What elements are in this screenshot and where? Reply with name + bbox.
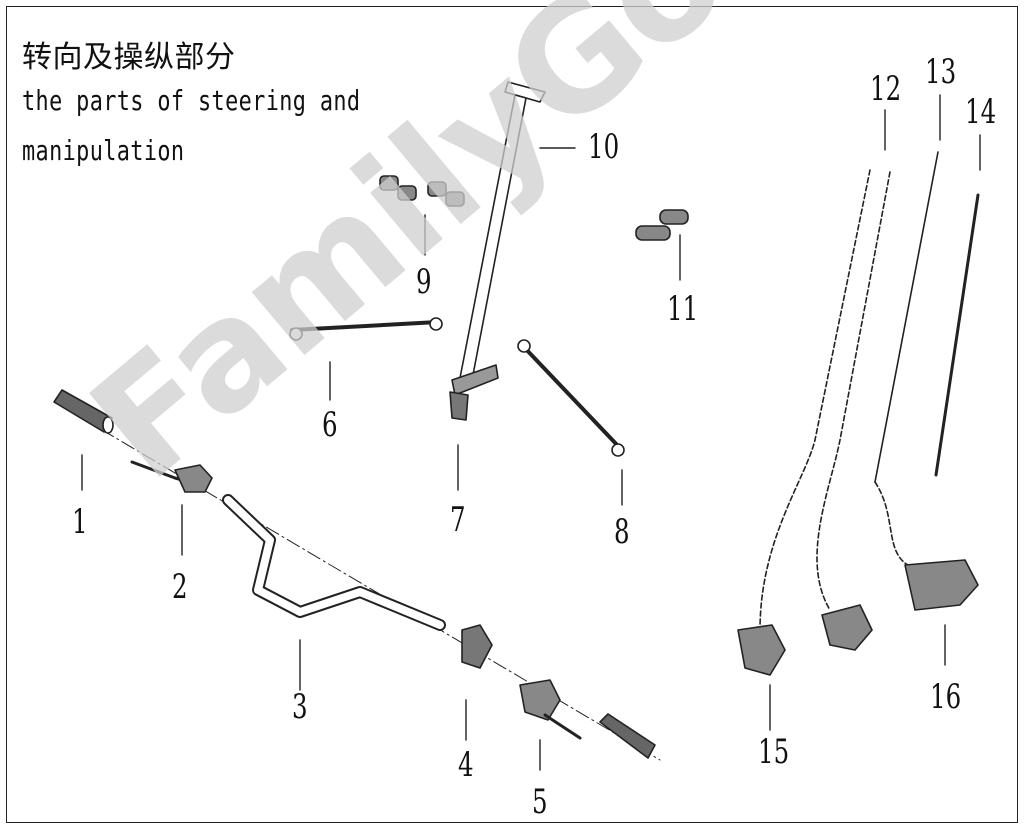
callout-3: 3 — [292, 687, 308, 727]
assembly-axis — [59, 404, 661, 761]
switch-housing — [461, 624, 493, 669]
left-brake-lever — [130, 460, 213, 493]
callout-14: 14 — [965, 92, 997, 132]
control-cables — [759, 151, 980, 631]
callout-15: 15 — [758, 732, 790, 772]
brake-caliper-mid — [821, 604, 873, 651]
callout-5: 5 — [532, 782, 548, 822]
callout-1: 1 — [72, 502, 88, 542]
right-brake-lever — [519, 679, 582, 740]
steering-column — [449, 81, 546, 421]
diagram-border — [6, 6, 1018, 823]
callout-13: 13 — [925, 52, 957, 92]
callout-7: 7 — [450, 500, 466, 540]
clamp-set-11 — [635, 209, 689, 241]
right-grip — [599, 713, 656, 759]
handlebar — [222, 494, 446, 631]
title-english-line2: manipulation — [22, 134, 185, 167]
tie-rod-left — [289, 317, 443, 341]
leader-lines — [81, 94, 981, 771]
callout-12: 12 — [870, 69, 902, 109]
title-english-line1: the parts of steering and — [22, 84, 361, 117]
brake-caliper-15 — [737, 624, 786, 676]
callout-9: 9 — [416, 262, 432, 302]
callout-10: 10 — [588, 127, 620, 167]
left-grip — [53, 389, 114, 434]
master-cylinder-16 — [904, 559, 979, 611]
callout-2: 2 — [172, 567, 188, 607]
title-chinese: 转向及操纵部分 — [22, 40, 236, 75]
callout-8: 8 — [614, 512, 630, 552]
tie-rod-right — [517, 339, 625, 457]
callout-4: 4 — [458, 745, 474, 785]
clamp-set-9 — [379, 175, 465, 207]
callout-6: 6 — [322, 405, 338, 445]
callout-16: 16 — [930, 677, 962, 717]
callout-11: 11 — [667, 289, 699, 329]
